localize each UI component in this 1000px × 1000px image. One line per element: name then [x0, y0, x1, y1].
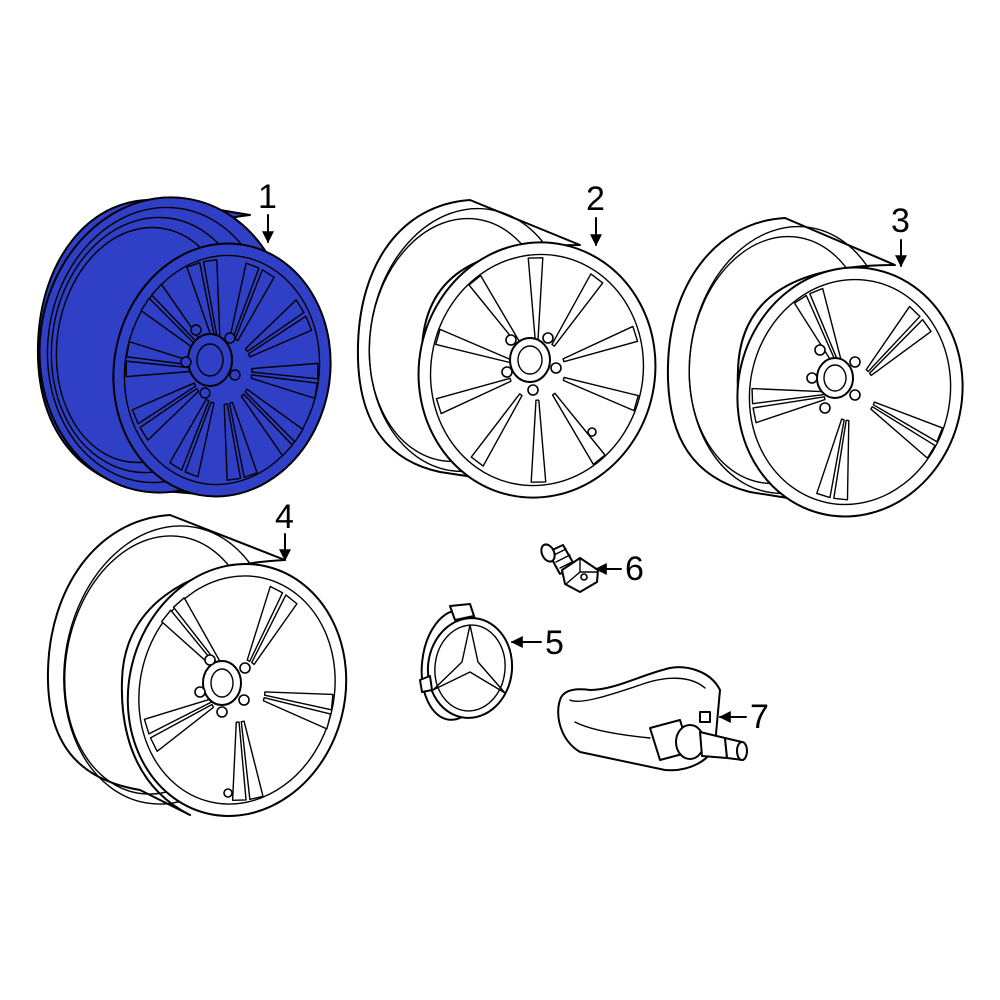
spoke	[752, 396, 826, 424]
spoke	[551, 273, 604, 347]
spoke	[435, 377, 512, 415]
spoke	[816, 418, 845, 499]
spoke	[131, 382, 197, 425]
spoke	[262, 696, 332, 730]
callout-label-7: 7	[750, 698, 769, 736]
spoke	[244, 299, 305, 353]
wheel-bolt-icon[interactable]	[539, 542, 599, 593]
spoke	[228, 401, 258, 479]
wheel-twin-spoke-icon[interactable]	[666, 213, 986, 537]
spoke	[240, 393, 294, 457]
spoke	[833, 419, 850, 501]
spoke	[240, 720, 264, 801]
tpms-sensor-icon[interactable]	[557, 666, 748, 772]
spoke	[251, 594, 298, 666]
callout-label-3: 3	[891, 202, 910, 240]
callout-1[interactable]: 1	[258, 178, 277, 244]
spoke	[234, 269, 275, 342]
callout-label-4: 4	[275, 498, 294, 536]
callout-2[interactable]: 2	[586, 180, 605, 247]
spoke	[251, 362, 319, 380]
callouts: 1 2 3 4 5 6 7	[258, 178, 910, 736]
spoke	[246, 585, 284, 663]
spoke	[149, 703, 215, 752]
center-cap-star-icon[interactable]	[416, 603, 517, 723]
spoke	[872, 401, 944, 443]
spoke	[169, 398, 210, 471]
wheel-split-spoke-icon[interactable]	[353, 195, 679, 519]
callout-label-2: 2	[586, 180, 605, 218]
callout-label-5: 5	[545, 624, 564, 662]
spoke	[562, 376, 639, 412]
callout-4[interactable]: 4	[275, 498, 294, 562]
spoke	[250, 374, 319, 400]
spoke	[231, 721, 247, 801]
spoke	[870, 406, 936, 459]
wheel-star-spoke-icon[interactable]	[42, 509, 372, 839]
callout-label-6: 6	[625, 550, 644, 588]
spoke	[244, 388, 304, 443]
callout-5[interactable]: 5	[510, 624, 564, 662]
callout-label-1: 1	[258, 178, 277, 216]
spoke	[868, 318, 932, 377]
spoke	[530, 399, 547, 483]
callout-3[interactable]: 3	[891, 202, 910, 268]
wheel-multi-spoke-icon[interactable]	[21, 181, 351, 514]
spoke	[223, 403, 242, 481]
callout-6[interactable]: 6	[594, 550, 644, 588]
spoke	[562, 325, 639, 363]
spoke	[184, 401, 215, 478]
spoke	[263, 691, 334, 711]
spoke	[247, 315, 313, 358]
spoke	[139, 387, 200, 441]
callout-7[interactable]: 7	[718, 698, 769, 736]
spoke	[865, 305, 921, 373]
spoke	[470, 393, 523, 467]
